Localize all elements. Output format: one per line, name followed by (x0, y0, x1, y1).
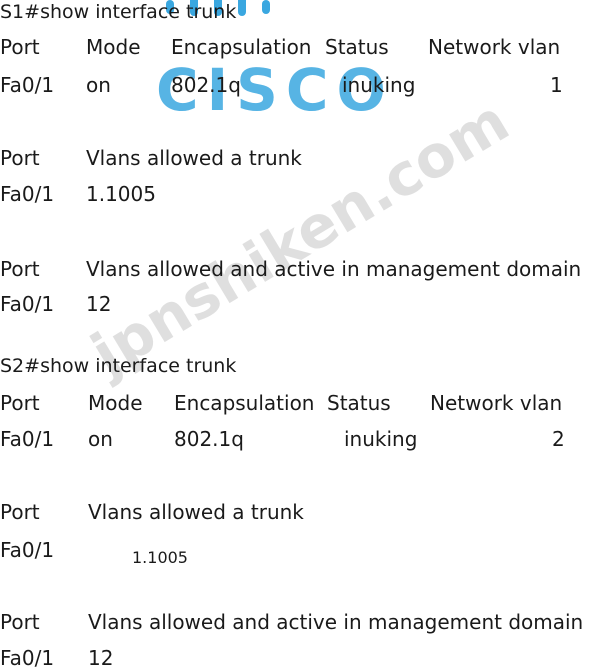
s2-row-status: inuking (344, 427, 418, 451)
s1-active-row-port: Fa0/1 (0, 292, 55, 316)
s2-allowed-header-label: Vlans allowed a trunk (88, 500, 304, 524)
s2-header-status: Status (327, 391, 391, 415)
s1-header-status: Status (325, 35, 389, 59)
cisco-logo: CISCO (0, 0, 613, 124)
s2-allowed-row-vlans: 1.1005 (132, 548, 188, 567)
s2-header-network-vlan: Network vlan (430, 391, 563, 415)
s1-row-mode: on (86, 73, 111, 97)
s2-row-mode: on (88, 427, 113, 451)
s2-row-network-vlan: 2 (552, 427, 565, 451)
s2-active-header-label: Vlans allowed and active in management d… (88, 610, 584, 634)
s2-header-mode: Mode (88, 391, 143, 415)
s1-allowed-row-port: Fa0/1 (0, 182, 55, 206)
s1-command: S1#show interface trunk (0, 1, 237, 23)
watermark: jpnshiken.com (80, 86, 521, 389)
s2-row-encapsulation: 802.1q (174, 427, 244, 451)
s2-header-encapsulation: Encapsulation (174, 391, 315, 415)
s2-active-row-vlans: 12 (88, 646, 114, 670)
s2-active-row-port: Fa0/1 (0, 646, 55, 670)
s1-header-network-vlan: Network vlan (428, 35, 561, 59)
s2-header-port: Port (0, 391, 40, 415)
s2-row-port: Fa0/1 (0, 427, 55, 451)
s1-row-port: Fa0/1 (0, 73, 55, 97)
s1-header-mode: Mode (86, 35, 141, 59)
s1-active-header-label: Vlans allowed and active in management d… (86, 257, 582, 281)
s1-allowed-header-port: Port (0, 146, 40, 170)
s1-header-encapsulation: Encapsulation (171, 35, 312, 59)
s2-active-header-port: Port (0, 610, 40, 634)
cisco-logo-text: CISCO (156, 56, 394, 124)
s1-row-network-vlan: 1 (550, 73, 563, 97)
s1-row-encapsulation: 802.1q (171, 73, 241, 97)
s1-active-row-vlans: 12 (86, 292, 112, 316)
s2-command: S2#show interface trunk (0, 355, 237, 377)
s1-row-status: inuking (342, 73, 416, 97)
s2-allowed-header-port: Port (0, 500, 40, 524)
s1-header-port: Port (0, 35, 40, 59)
s1-allowed-header-label: Vlans allowed a trunk (86, 146, 302, 170)
s2-allowed-row-port: Fa0/1 (0, 538, 55, 562)
s1-active-header-port: Port (0, 257, 40, 281)
s1-allowed-row-vlans: 1.1005 (86, 182, 156, 206)
